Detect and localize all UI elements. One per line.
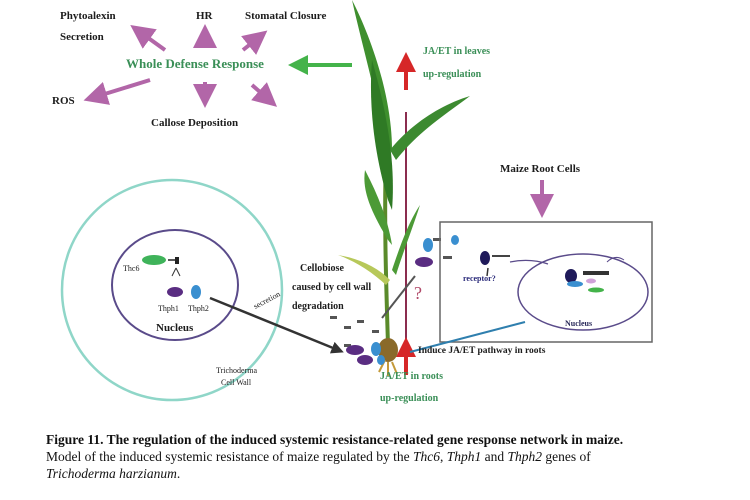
label-thph1: Thph1	[158, 304, 179, 313]
label-question-mark: ?	[414, 283, 422, 303]
trichoderma-nucleus	[111, 229, 239, 341]
arrow-to-right-down	[250, 82, 278, 107]
root-cell-frame	[439, 221, 653, 343]
thph1-shape	[167, 287, 183, 297]
caption-gene-thph1: Thph1	[446, 449, 482, 464]
label-secretion: Secretion	[60, 31, 104, 43]
label-hr: HR	[196, 10, 213, 22]
label-ja-leaves: JA/ET in leaves	[423, 46, 491, 57]
label-ja-roots-upregulation: up-regulation	[380, 393, 439, 404]
maize-plant	[338, 0, 470, 376]
caption-gene-thc6: Thc6	[413, 449, 440, 464]
maize-root-cell-box	[439, 221, 653, 343]
label-trichoderma-nucleus: Nucleus	[156, 322, 194, 334]
receptor-shape	[480, 251, 490, 265]
label-root-nucleus: Nucleus	[565, 319, 593, 328]
caption-text-1: Model of the induced systemic resistance…	[46, 449, 413, 464]
label-ros: ROS	[52, 95, 75, 107]
caption-gene-thph2: Thph2	[507, 449, 543, 464]
label-stomatal-closure: Stomatal Closure	[245, 10, 327, 22]
caption-title: Figure 11. The regulation of the induced…	[46, 432, 624, 447]
arrow-to-phytoalexin	[130, 24, 167, 52]
caption-sep-1: ,	[440, 449, 447, 464]
caption-text-2: genes of	[542, 449, 591, 464]
label-maize-root-cells: Maize Root Cells	[500, 163, 581, 175]
caption-organism-line: Trichoderma harzianum.	[46, 465, 746, 482]
label-callose-deposition: Callose Deposition	[151, 117, 239, 129]
caption-sep-2: and	[481, 449, 508, 464]
label-phytoalexin: Phytoalexin	[60, 10, 116, 22]
thph2-shape	[191, 285, 201, 299]
label-ja-leaves-upregulation: up-regulation	[423, 69, 482, 80]
thc6-shape	[142, 255, 166, 265]
arrow-to-stomatal	[241, 30, 268, 55]
label-receptor: receptor?	[463, 274, 496, 283]
label-ja-roots: JA/ET in roots	[380, 371, 443, 382]
root-molecules	[330, 275, 416, 365]
label-thc6: Thc6	[123, 264, 140, 273]
label-cellobiose-degradation: degradation	[292, 301, 344, 312]
label-thph2: Thph2	[188, 304, 209, 313]
caption-end: .	[176, 466, 181, 481]
label-cellobiose: Cellobiose	[300, 263, 344, 274]
trichoderma-cell-outline	[60, 178, 284, 402]
secretion-arrow	[209, 296, 344, 354]
figure-caption: Figure 11. The regulation of the induced…	[46, 431, 746, 482]
label-cellobiose-cause: caused by cell wall	[292, 282, 372, 293]
box-molecules	[415, 235, 459, 267]
caption-organism: Trichoderma harzianum	[46, 466, 177, 481]
label-cell-wall: Cell Wall	[221, 378, 252, 387]
label-trichoderma: Trichoderma	[216, 366, 258, 375]
arrow-to-ros	[83, 78, 151, 105]
defense-arrows	[83, 24, 352, 108]
caption-body: Model of the induced systemic resistance…	[46, 448, 746, 465]
label-induce-ja-et: Induce JA/ET pathway in roots	[418, 346, 546, 356]
trichoderma-cell	[60, 178, 284, 402]
induce-line	[409, 321, 526, 353]
label-whole-defense-response: Whole Defense Response	[126, 56, 264, 71]
root-cell-nucleus	[517, 253, 649, 331]
